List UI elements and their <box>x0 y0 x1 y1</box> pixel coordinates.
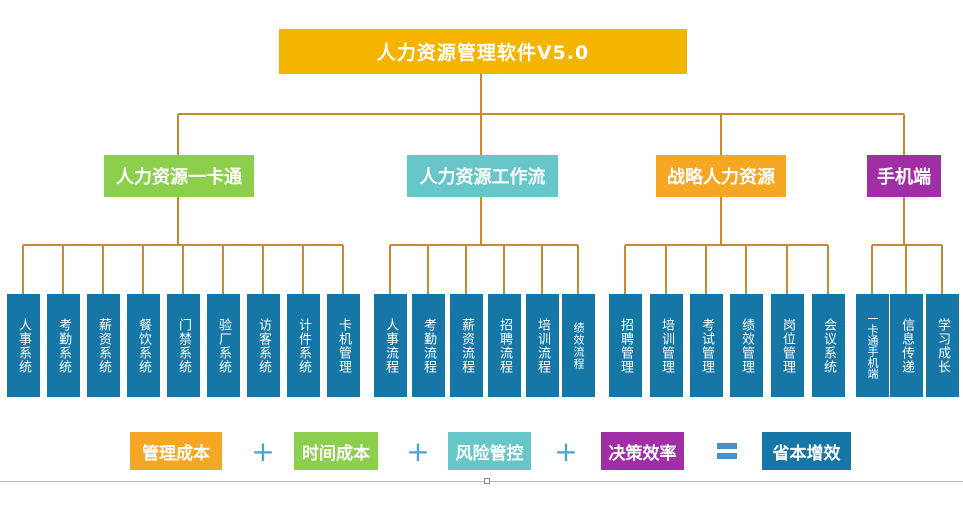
leaf-canyin-xitong: 餐饮系统 <box>127 294 160 397</box>
formula-juece-xiaolv: 决策效率 <box>601 432 684 470</box>
leaf-kaoshi-guanli: 考试管理 <box>690 294 723 397</box>
formula-guanli-chengben: 管理成本 <box>130 432 222 470</box>
leaf-renshi-liucheng: 人事流程 <box>374 294 407 397</box>
leaf-xinzi-liucheng: 薪资流程 <box>450 294 483 397</box>
leaf-xinzi-xitong: 薪资系统 <box>87 294 120 397</box>
leaf-huiyi-xitong: 会议系统 <box>812 294 845 397</box>
leaf-jixiao-guanli: 绩效管理 <box>730 294 763 397</box>
leaf-kaji-guanli: 卡机管理 <box>327 294 360 397</box>
divider-line <box>0 481 963 482</box>
root-title: 人力资源管理软件V5.0 <box>279 29 687 74</box>
leaf-yikatong-shouji: 一卡通手机端 <box>856 294 889 397</box>
leaf-fangke-xitong: 访客系统 <box>247 294 280 397</box>
resize-handle[interactable] <box>484 478 490 484</box>
formula-fengxian-guankong: 风险管控 <box>448 432 531 470</box>
category-zhanlue: 战略人力资源 <box>656 155 786 197</box>
leaf-menjin-xitong: 门禁系统 <box>167 294 200 397</box>
leaf-jixiao-liucheng: 绩效流程 <box>562 294 595 397</box>
leaf-kaoqin-xitong: 考勤系统 <box>47 294 80 397</box>
leaf-peixun-guanli: 培训管理 <box>650 294 683 397</box>
formula-shijian-chengben: 时间成本 <box>294 432 378 470</box>
plus-sign: + <box>251 434 275 468</box>
equals-sign <box>717 443 737 459</box>
leaf-gangwei-guanli: 岗位管理 <box>771 294 804 397</box>
leaf-renshi-xitong: 人事系统 <box>7 294 40 397</box>
formula-shengben-zengxiao: 省本增效 <box>762 432 851 470</box>
plus-sign: + <box>406 434 430 468</box>
leaf-peixun-liucheng: 培训流程 <box>526 294 559 397</box>
leaf-yanchang-xitong: 验厂系统 <box>207 294 240 397</box>
plus-sign: + <box>554 434 578 468</box>
leaf-zhaopin-liucheng: 招聘流程 <box>488 294 521 397</box>
leaf-xinxi-chuandi: 信息传递 <box>890 294 923 397</box>
category-gongzuoliu: 人力资源工作流 <box>407 155 558 197</box>
leaf-xuexi-chengzhang: 学习成长 <box>926 294 959 397</box>
category-yikatong: 人力资源一卡通 <box>104 155 254 197</box>
leaf-jijian-xitong: 计件系统 <box>287 294 320 397</box>
leaf-kaoqin-liucheng: 考勤流程 <box>412 294 445 397</box>
category-shoujiduan: 手机端 <box>867 155 941 197</box>
leaf-zhaopin-guanli: 招聘管理 <box>609 294 642 397</box>
